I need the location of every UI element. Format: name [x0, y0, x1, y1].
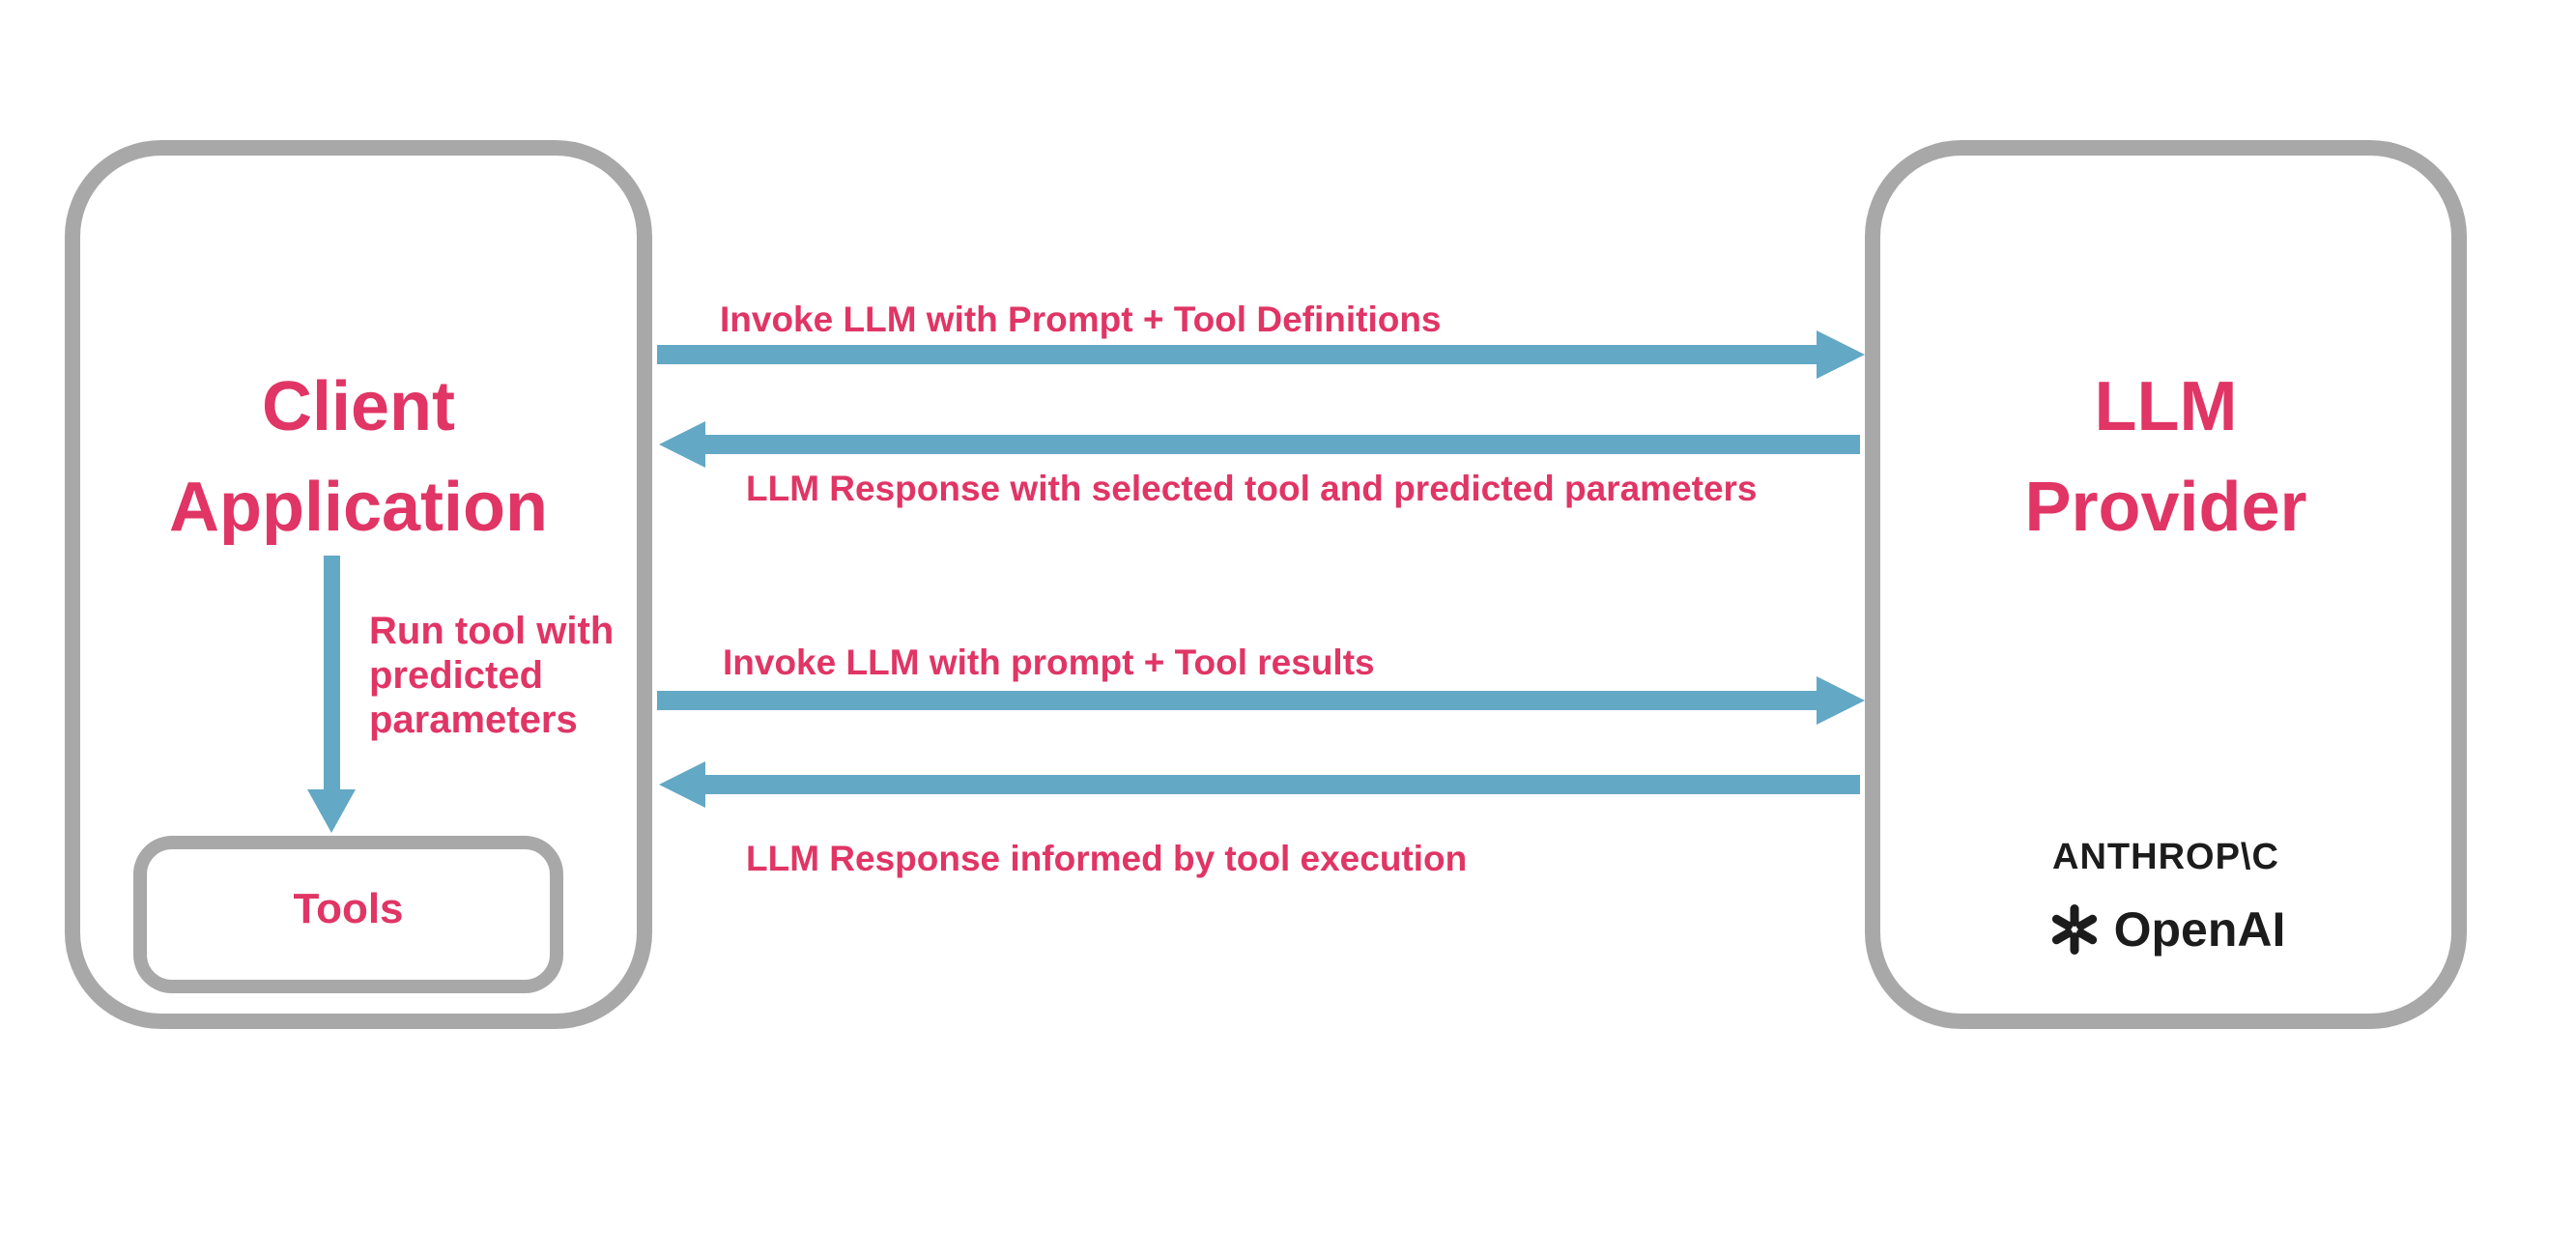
anthropic-logo: ANTHROP\C [2052, 837, 2279, 877]
message-label-4: LLM Response informed by tool execution [746, 839, 1468, 878]
client-title-line1: Client [261, 368, 455, 445]
llm-provider-box: LLM Provider ANTHROP\C OpenAI [1865, 140, 2467, 1029]
run-tool-caption: Run tool with predicted parameters [369, 609, 614, 742]
client-application-box: Client Application Tools [65, 140, 652, 1029]
provider-title-line2: Provider [2024, 469, 2307, 546]
arrow-shaft [705, 435, 1860, 454]
tools-box-label: Tools [293, 884, 404, 932]
client-box-title: Client Application [80, 357, 637, 558]
run-tool-caption-line3: parameters [369, 699, 578, 741]
run-tool-arrow-head [307, 789, 356, 833]
arrow-head-right [1817, 330, 1865, 379]
provider-title-line1: LLM [2094, 368, 2238, 445]
tools-box: Tools [133, 836, 563, 993]
provider-box-title: LLM Provider [1880, 357, 2451, 558]
arrow-shaft [705, 775, 1860, 794]
openai-logo-text: OpenAI [2113, 902, 2286, 957]
run-tool-arrow-shaft [324, 556, 340, 789]
message-label-2: LLM Response with selected tool and pred… [746, 469, 1758, 508]
openai-icon [2051, 904, 2097, 955]
client-title-line2: Application [169, 469, 548, 546]
openai-logo: OpenAI [1880, 901, 2451, 958]
arrow-shaft [657, 345, 1817, 364]
run-tool-caption-line1: Run tool with [369, 610, 615, 652]
arrow-head-left [659, 421, 705, 468]
arrow-head-left [659, 761, 705, 808]
message-label-1: Invoke LLM with Prompt + Tool Definition… [720, 300, 1442, 339]
arrow-head-right [1817, 676, 1865, 725]
message-label-3: Invoke LLM with prompt + Tool results [723, 643, 1375, 682]
arrow-shaft [657, 691, 1817, 710]
run-tool-caption-line2: predicted [369, 654, 544, 697]
